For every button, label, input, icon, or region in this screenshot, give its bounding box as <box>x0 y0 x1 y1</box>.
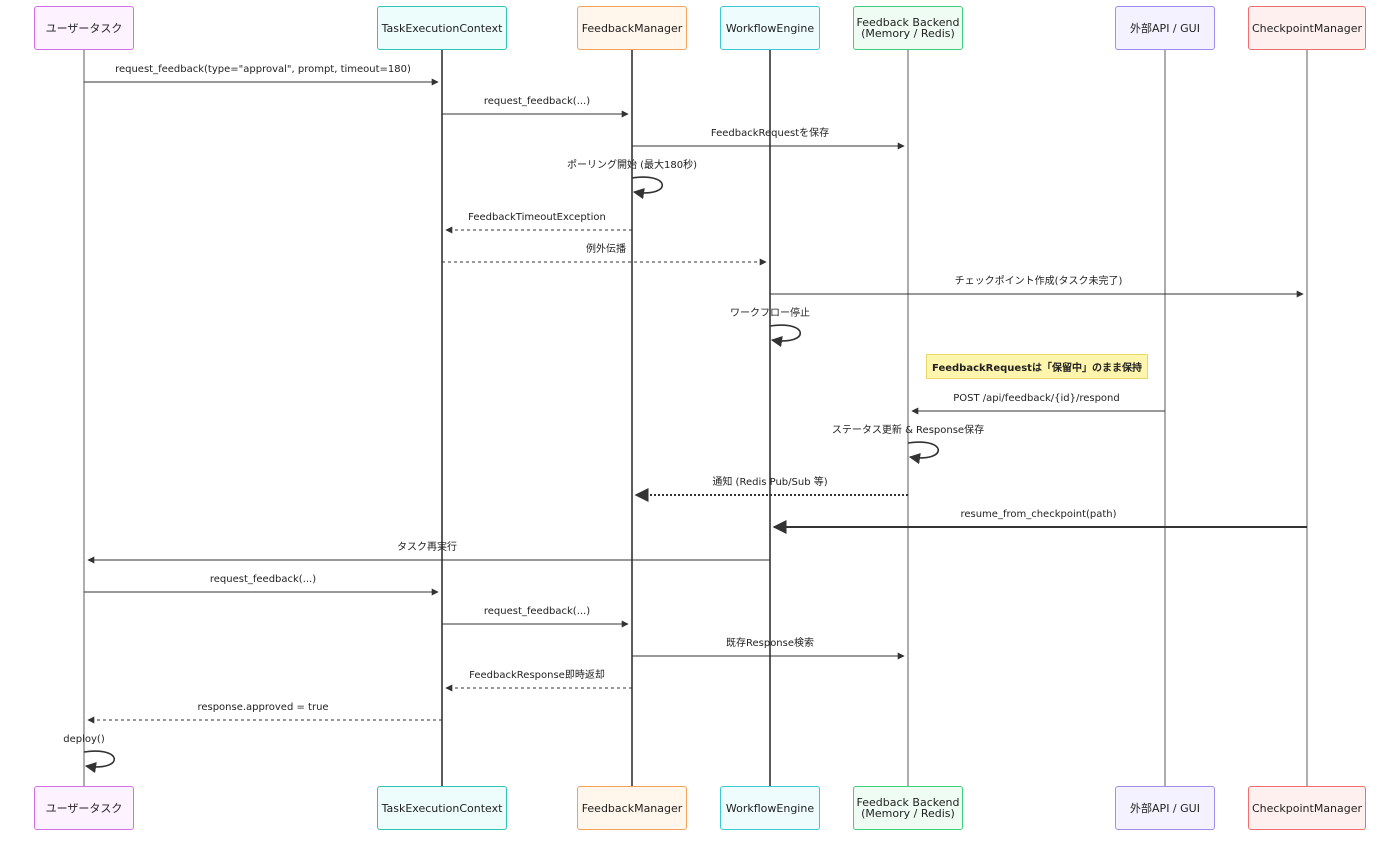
participant-label: ユーザータスク <box>45 801 123 815</box>
message-label: ステータス更新 & Response保存 <box>831 425 985 436</box>
message-label: ワークフロー停止 <box>730 308 810 319</box>
participant-api-bottom: 外部API / GUI <box>1115 786 1215 830</box>
participant-label: WorkflowEngine <box>725 801 815 815</box>
participant-backend-top: Feedback Backend (Memory / Redis) <box>853 6 963 50</box>
participant-cp-top: CheckpointManager <box>1248 6 1366 50</box>
message-label: POST /api/feedback/{id}/respond <box>953 393 1120 404</box>
participant-backend-bottom: Feedback Backend (Memory / Redis) <box>853 786 963 830</box>
participant-label: Feedback Backend (Memory / Redis) <box>856 796 960 820</box>
note-pending-request: FeedbackRequestは「保留中」のまま保持 <box>926 354 1148 379</box>
message-label: deploy() <box>63 734 105 745</box>
participant-fm-top: FeedbackManager <box>577 6 687 50</box>
participant-label: TaskExecutionContext <box>381 801 503 815</box>
self-message-arrow <box>769 324 801 348</box>
message-label: 例外伝播 <box>586 244 626 255</box>
self-message-arrow <box>631 176 663 200</box>
self-message-arrow <box>83 750 115 774</box>
message-label: request_feedback(...) <box>483 606 591 617</box>
message-label: request_feedback(...) <box>209 574 317 585</box>
participant-wf-top: WorkflowEngine <box>720 6 820 50</box>
message-label: FeedbackRequestを保存 <box>710 128 830 139</box>
participant-label: CheckpointManager <box>1251 21 1363 35</box>
participant-label: CheckpointManager <box>1251 801 1363 815</box>
participant-api-top: 外部API / GUI <box>1115 6 1215 50</box>
participant-user-top: ユーザータスク <box>34 6 134 50</box>
message-label: request_feedback(type="approval", prompt… <box>115 64 411 75</box>
message-label: ポーリング開始 (最大180秒) <box>566 160 698 171</box>
participant-label: Feedback Backend (Memory / Redis) <box>856 16 960 40</box>
participant-wf-bottom: WorkflowEngine <box>720 786 820 830</box>
message-label: 通知 (Redis Pub/Sub 等) <box>712 477 828 488</box>
self-message-arrow <box>907 441 939 465</box>
message-label: FeedbackResponse即時返却 <box>469 670 605 681</box>
participant-label: ユーザータスク <box>45 21 123 35</box>
message-label: 既存Response検索 <box>725 638 815 649</box>
participant-label: TaskExecutionContext <box>381 21 503 35</box>
participant-label: FeedbackManager <box>581 21 683 35</box>
participant-ctx-top: TaskExecutionContext <box>377 6 507 50</box>
participant-cp-bottom: CheckpointManager <box>1248 786 1366 830</box>
note-text: FeedbackRequestは「保留中」のまま保持 <box>932 363 1142 374</box>
message-label: FeedbackTimeoutException <box>468 212 606 223</box>
participant-user-bottom: ユーザータスク <box>34 786 134 830</box>
participant-label: WorkflowEngine <box>725 21 815 35</box>
message-label: request_feedback(...) <box>483 96 591 107</box>
participant-label: 外部API / GUI <box>1130 21 1200 35</box>
participant-label: FeedbackManager <box>581 801 683 815</box>
message-label: response.approved = true <box>197 702 329 713</box>
message-label: resume_from_checkpoint(path) <box>960 509 1117 520</box>
participant-label: 外部API / GUI <box>1130 801 1200 815</box>
message-label: タスク再実行 <box>397 542 457 553</box>
message-label: チェックポイント作成(タスク未完了) <box>954 276 1123 287</box>
participant-ctx-bottom: TaskExecutionContext <box>377 786 507 830</box>
participant-fm-bottom: FeedbackManager <box>577 786 687 830</box>
